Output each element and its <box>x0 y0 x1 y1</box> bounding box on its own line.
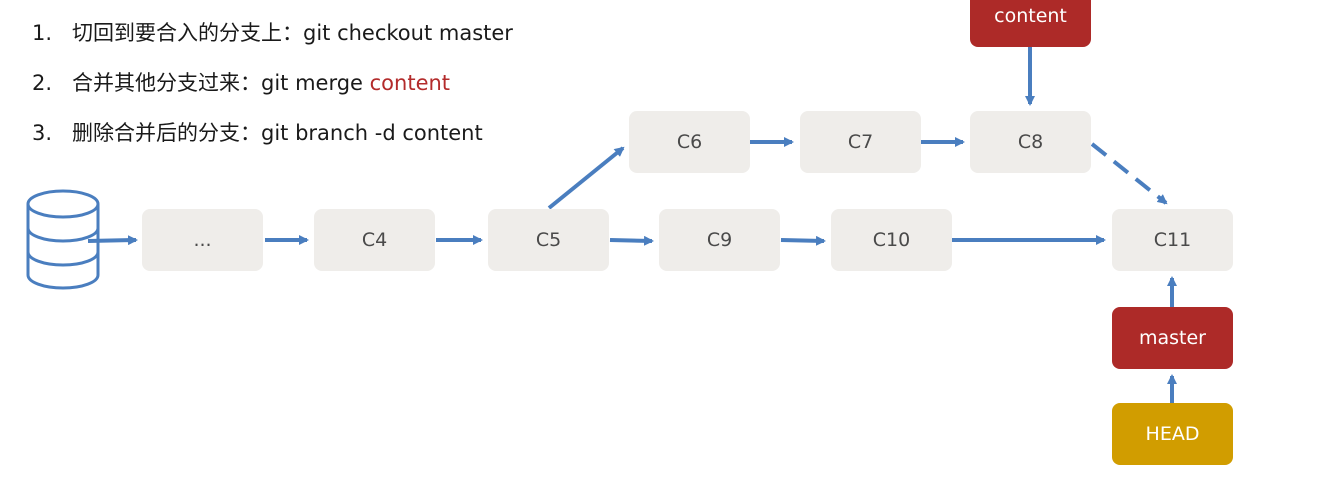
commit-node-c11: C11 <box>1112 209 1233 271</box>
commit-node-c5: C5 <box>488 209 609 271</box>
step-text: 删除合并后的分支：git branch -d content <box>72 120 483 145</box>
database-icon <box>26 189 100 290</box>
step-text: 切回到要合入的分支上：git checkout master <box>72 20 513 45</box>
commit-node-c7: C7 <box>800 111 921 173</box>
step-number: 2. <box>32 70 53 95</box>
dashed-arrow-c8-to-c11 <box>1090 142 1168 205</box>
commit-node-ellipsis: ... <box>142 209 263 271</box>
step-number: 1. <box>32 20 53 45</box>
commit-node-c4: C4 <box>314 209 435 271</box>
commit-node-c6: C6 <box>629 111 750 173</box>
step-text: 合并其他分支过来：git merge <box>72 70 370 95</box>
head-label: HEAD <box>1112 403 1233 465</box>
arrow-db-to-ellipsis <box>87 235 138 246</box>
arrow-c5-to-c6 <box>547 146 625 210</box>
arrow-c9-to-c10 <box>780 235 826 246</box>
steps-list: 1. 切回到要合入的分支上：git checkout master 2. 合并其… <box>32 8 513 158</box>
commit-node-c10: C10 <box>831 209 952 271</box>
step-accent-text: content <box>369 70 451 95</box>
step-3: 3. 删除合并后的分支：git branch -d content <box>32 108 513 158</box>
commit-node-c9: C9 <box>659 209 780 271</box>
arrow-c5-to-c9 <box>609 235 654 246</box>
commit-node-c8: C8 <box>970 111 1091 173</box>
step-1: 1. 切回到要合入的分支上：git checkout master <box>32 8 513 58</box>
branch-label-master: master <box>1112 307 1233 369</box>
branch-label-content: content <box>970 0 1091 47</box>
step-2: 2. 合并其他分支过来：git merge content <box>32 58 513 108</box>
step-number: 3. <box>32 120 53 145</box>
